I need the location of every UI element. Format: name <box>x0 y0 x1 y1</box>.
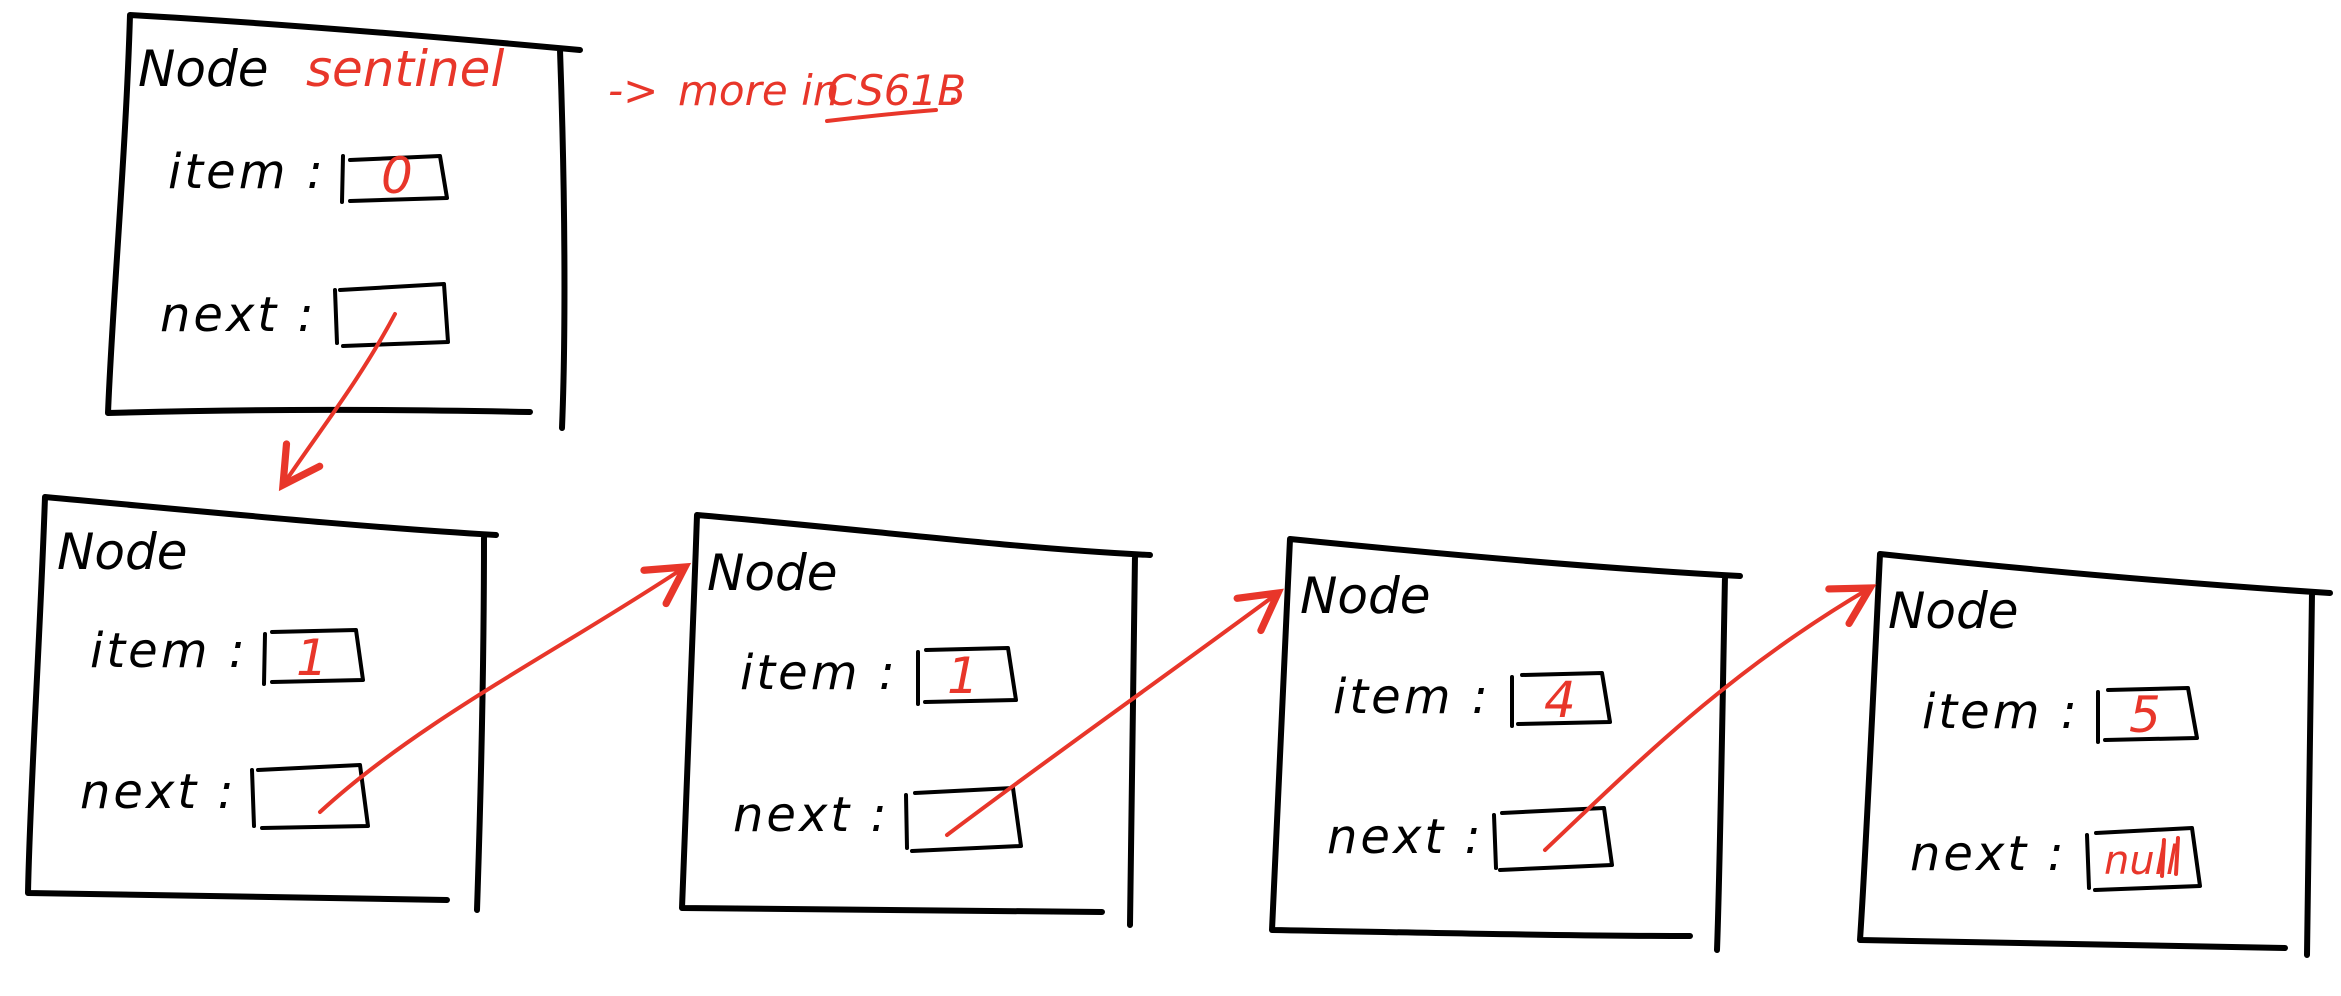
node-3: Node item : 4 next : <box>1269 536 1743 953</box>
node-1-next-arrow <box>318 562 692 814</box>
node-2-next-label: next : <box>733 787 890 843</box>
node-4-next-label: next : <box>1910 826 2067 882</box>
node-3-title: Node <box>1300 567 1431 625</box>
sentinel-node: Node sentinel item : 0 next : <box>105 12 583 431</box>
node-4-null-strokes <box>2160 836 2180 878</box>
node-2-next-arrow <box>945 588 1284 837</box>
node-3-next-field <box>1492 806 1614 872</box>
node-2-title: Node <box>707 544 838 602</box>
node-3-item-label: item : <box>1333 669 1491 725</box>
node-1-title: Node <box>57 523 188 581</box>
node-1-next-field <box>250 763 370 830</box>
node-1-border <box>25 494 499 913</box>
sentinel-next-arrow <box>278 312 397 492</box>
node-2-item-value: 1 <box>947 647 979 705</box>
node-2-item-label: item : <box>740 645 898 701</box>
node-4-item-value: 5 <box>2129 686 2161 744</box>
node-3-item-field <box>1510 671 1612 728</box>
node-4-title: Node <box>1888 582 2019 640</box>
node-3-next-label: next : <box>1327 809 1484 865</box>
note-text: more in <box>678 66 839 115</box>
node-3-next-arrow <box>1543 584 1877 852</box>
note-course: CS61B <box>827 66 966 115</box>
sentinel-node-border <box>105 12 583 431</box>
node-2-border <box>679 512 1153 928</box>
node-3-border <box>1269 536 1743 953</box>
node-4-item-label: item : <box>1922 684 2080 740</box>
node-1: Node item : 1 next : <box>25 494 499 913</box>
node-4: Node item : 5 next : null <box>1857 551 2333 958</box>
node-2-next-field <box>904 786 1023 853</box>
node-1-item-label: item : <box>90 623 248 679</box>
node-4-item-field <box>2096 686 2199 744</box>
note-course-underline <box>825 108 938 123</box>
node-1-item-value: 1 <box>296 629 328 687</box>
note-arrow: -> <box>608 66 658 115</box>
node-4-next-field <box>2085 826 2202 892</box>
node-4-next-value: null <box>2104 838 2177 884</box>
sentinel-node-title: Node <box>138 40 269 98</box>
node-2-item-field <box>916 646 1018 706</box>
node-3-item-value: 4 <box>1544 671 1576 729</box>
sentinel-next-label: next : <box>160 287 317 343</box>
sentinel-item-value: 0 <box>381 147 413 205</box>
node-4-border <box>1857 551 2333 958</box>
sentinel-item-label: item : <box>168 144 326 200</box>
node-1-next-label: next : <box>80 764 237 820</box>
node-2: Node item : 1 next : <box>679 512 1153 928</box>
pointer-arrows <box>278 312 1877 852</box>
sentinel-node-name: sentinel <box>306 40 504 98</box>
note-dot: . <box>948 64 961 113</box>
node-1-item-field <box>262 628 365 686</box>
sentinel-next-field <box>333 282 450 348</box>
sentinel-item-field <box>340 154 449 204</box>
annotation-note: -> more in CS61B . <box>608 64 966 123</box>
